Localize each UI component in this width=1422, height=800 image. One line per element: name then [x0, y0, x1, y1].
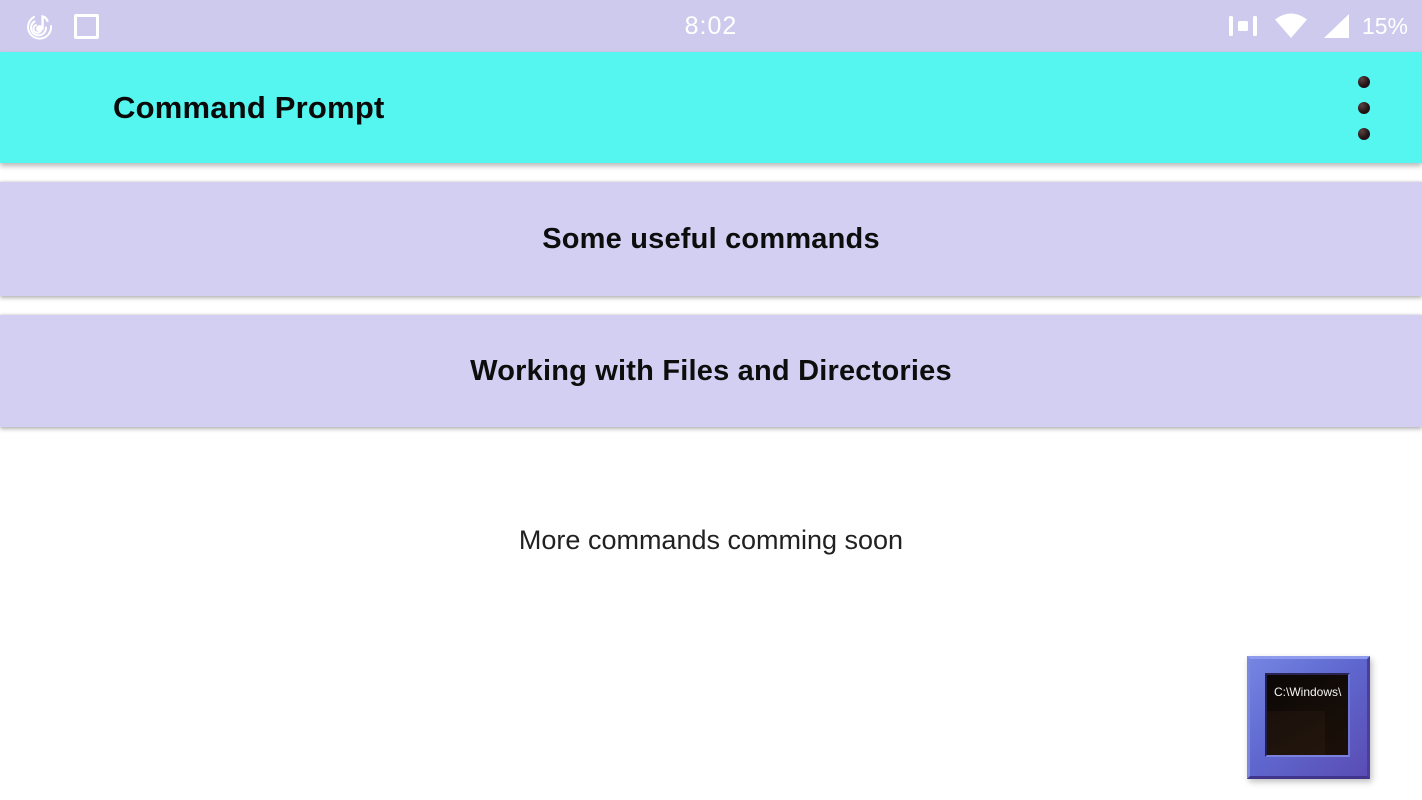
main-content: Some useful commands Working with Files … [0, 163, 1422, 556]
signal-bars-icon [1225, 11, 1261, 41]
wifi-icon [1272, 11, 1310, 41]
command-prompt-path-text: C:\Windows\ [1274, 685, 1342, 699]
overflow-menu-button[interactable] [1344, 74, 1384, 142]
cellular-signal-icon [1321, 12, 1351, 40]
screen-reflection [1267, 711, 1326, 755]
status-bar-right: 15% [1225, 0, 1408, 52]
battery-percentage: 15% [1361, 12, 1408, 39]
music-notification-icon [24, 10, 56, 42]
page-title: Command Prompt [113, 89, 385, 125]
status-bar: 8:02 15% [0, 0, 1422, 52]
button-some-useful-commands[interactable]: Some useful commands [0, 182, 1422, 296]
square-notification-icon [74, 13, 99, 39]
app-bar: Command Prompt [0, 52, 1422, 163]
button-working-with-files-and-directories[interactable]: Working with Files and Directories [0, 315, 1422, 427]
vertical-dots-icon [1358, 102, 1370, 114]
status-bar-left [24, 0, 99, 52]
status-time: 8:02 [684, 11, 738, 40]
vertical-dots-icon [1358, 128, 1370, 140]
vertical-dots-icon [1358, 76, 1370, 88]
coming-soon-text: More commands comming soon [518, 525, 904, 555]
command-prompt-screen: C:\Windows\ [1265, 673, 1350, 757]
command-prompt-image: C:\Windows\ [1247, 656, 1370, 779]
